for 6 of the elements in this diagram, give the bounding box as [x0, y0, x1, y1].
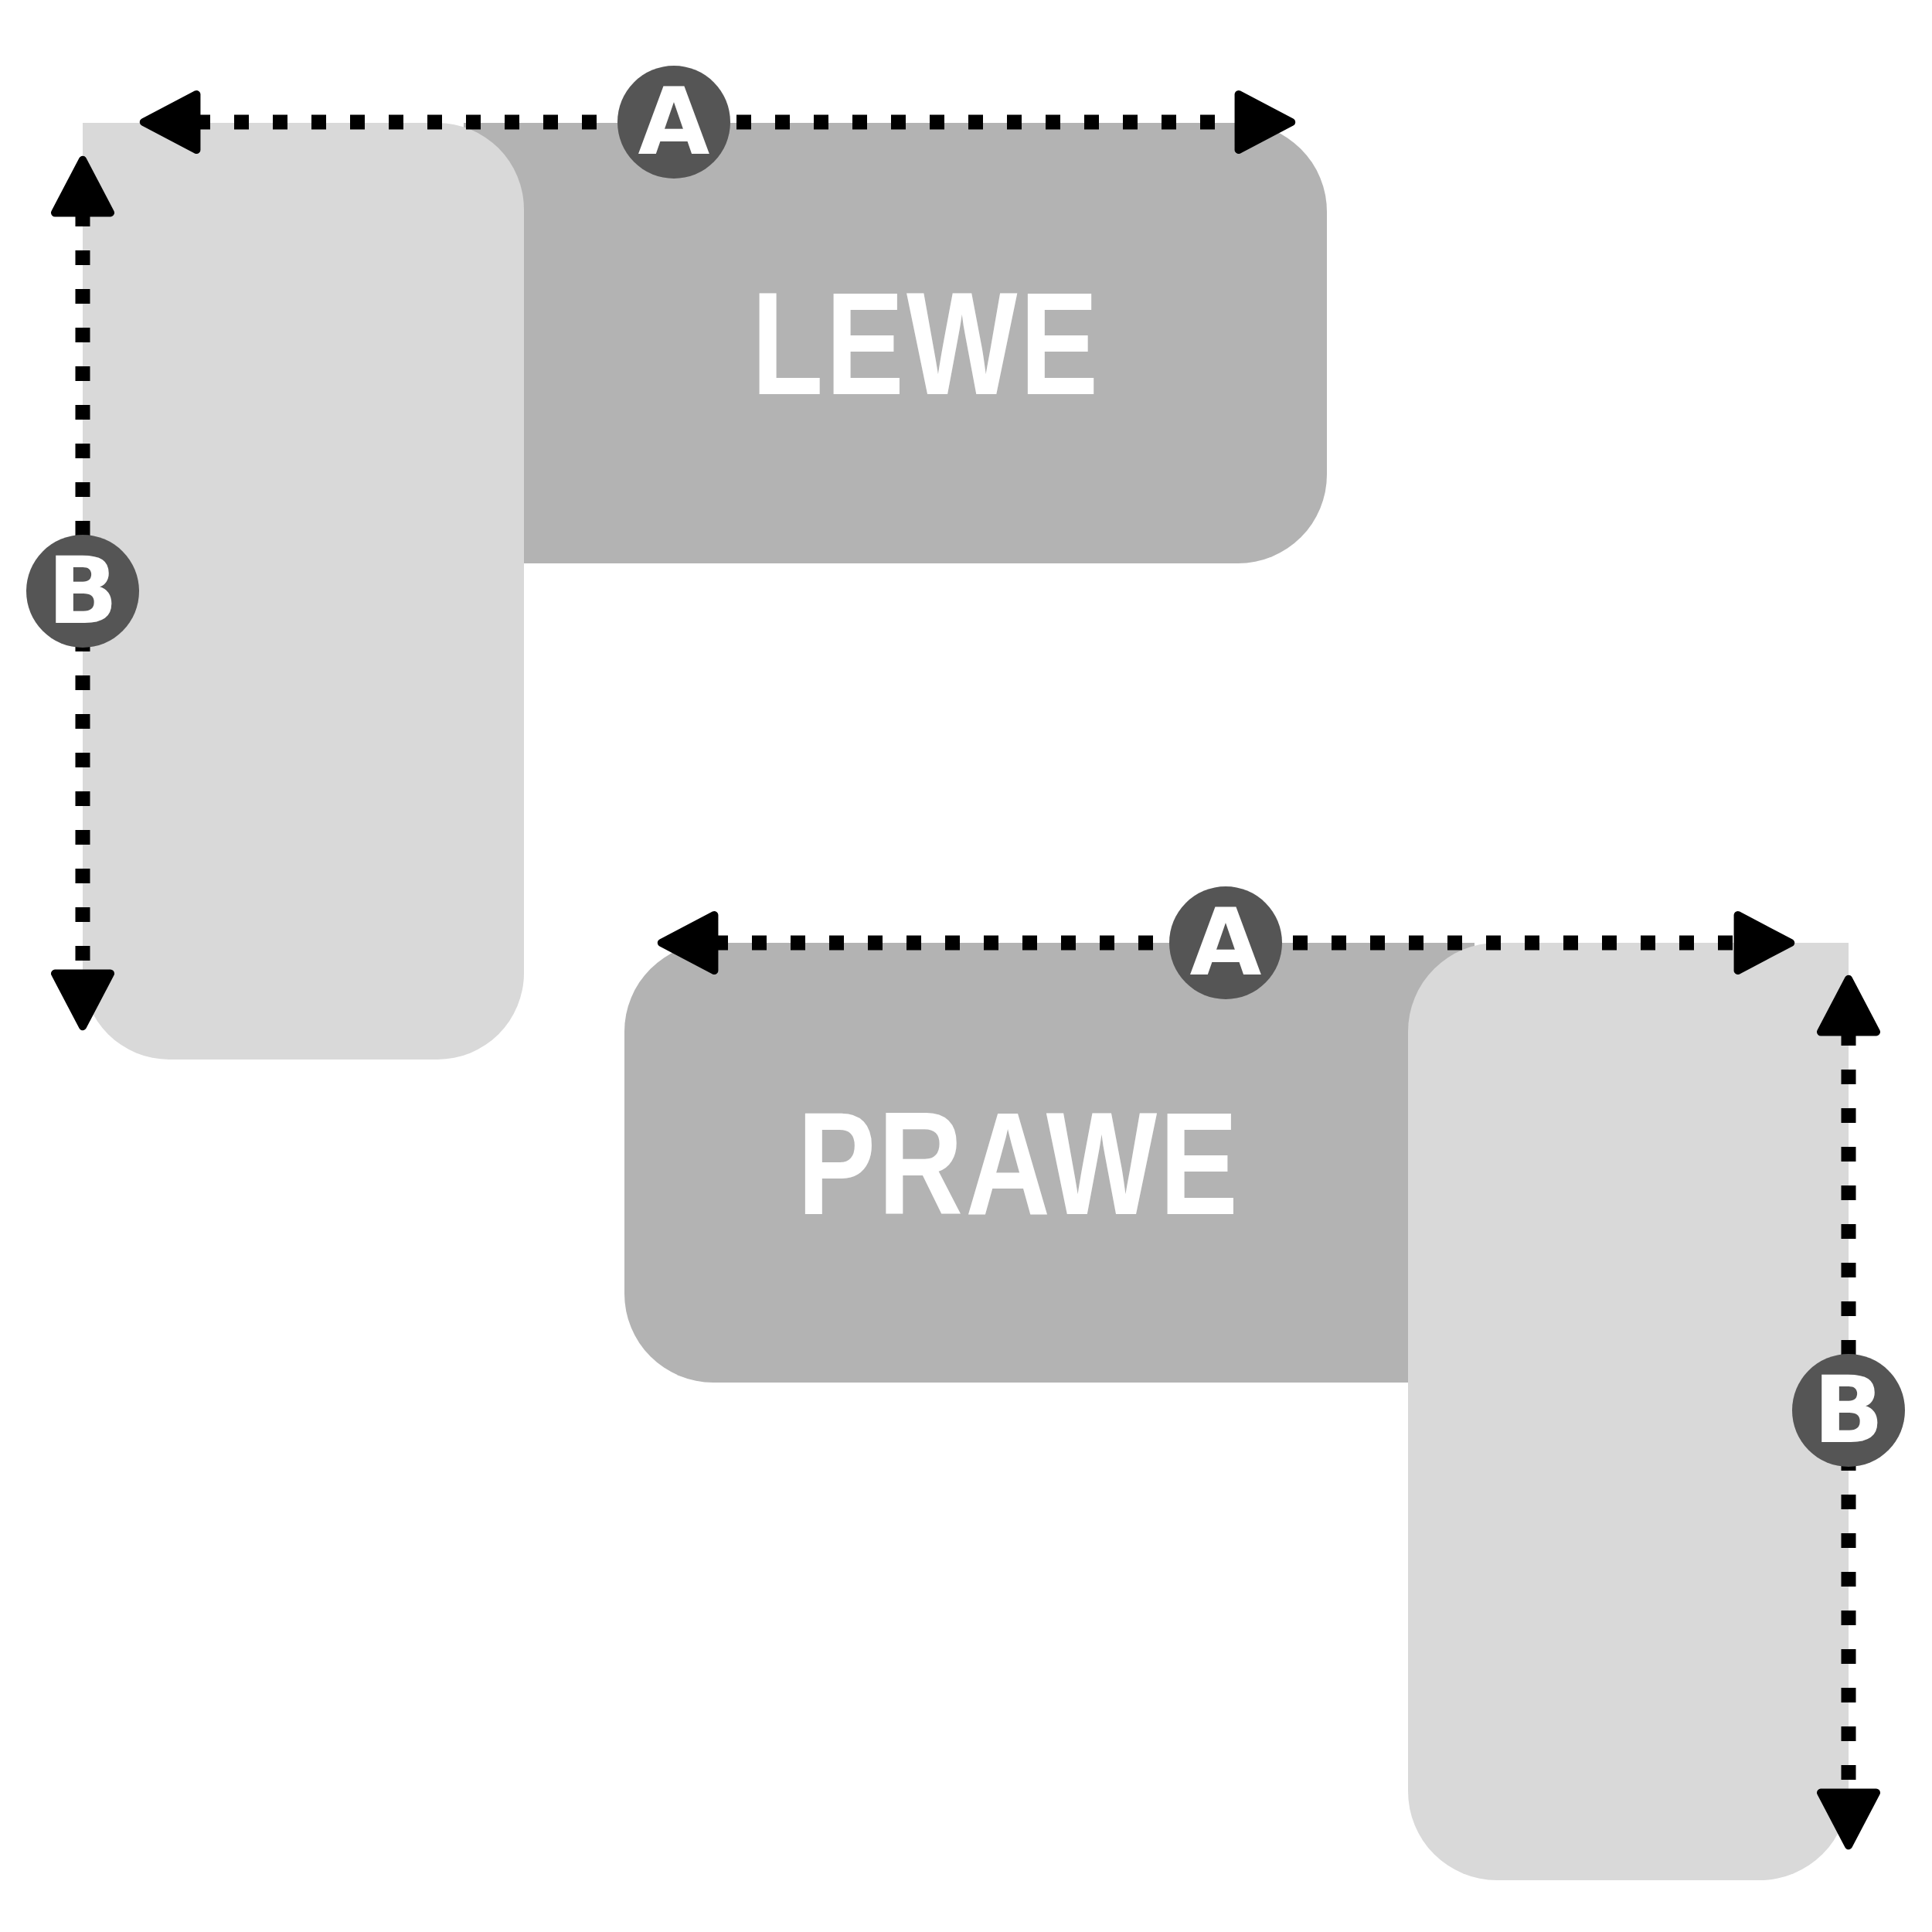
section-label: LEWE [751, 260, 1101, 427]
dimension-label: B [1792, 1354, 1905, 1467]
dimension-label: A [617, 66, 730, 179]
section-label: PRAWE [797, 1080, 1240, 1247]
dimension-label: B [26, 535, 139, 648]
dimension-label: A [1169, 886, 1282, 999]
